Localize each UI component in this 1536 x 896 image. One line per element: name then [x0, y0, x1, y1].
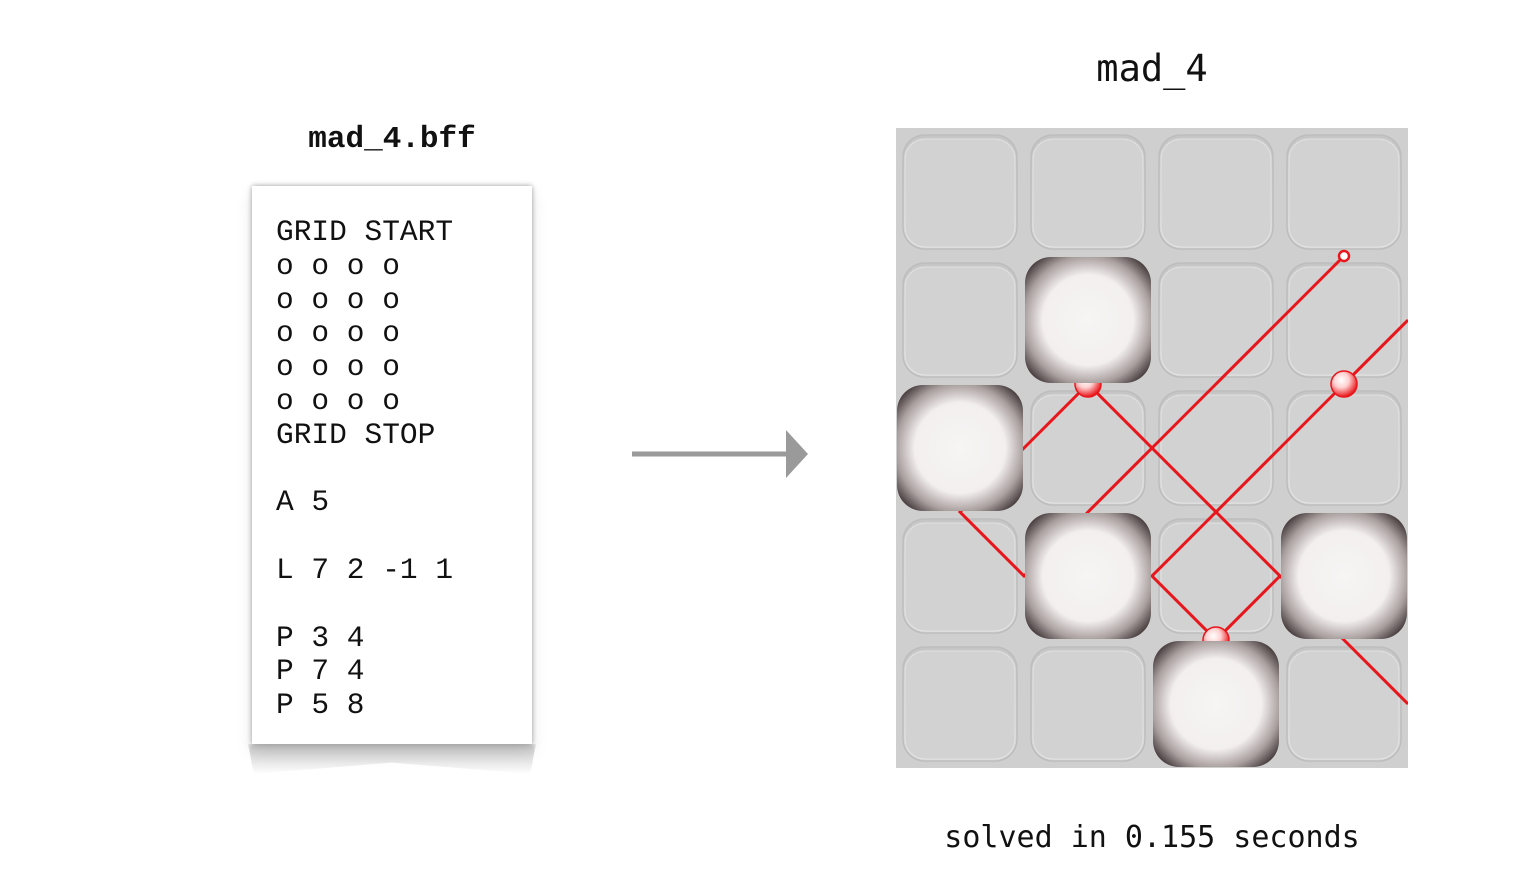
bff-line: P 5 8 [276, 688, 365, 723]
board-title: mad_4 [1096, 47, 1208, 90]
board-slot-inner [1160, 138, 1272, 248]
bff-line [276, 588, 532, 622]
board-slot-inner [1288, 650, 1400, 760]
bff-line: o o o o [276, 248, 400, 283]
bff-line: A 5 [276, 485, 330, 520]
bff-line: P 3 4 [276, 620, 365, 655]
bff-line [276, 520, 532, 554]
bff-line: GRID START [276, 215, 454, 249]
board-slot-inner [1032, 650, 1144, 760]
bff-line: o o o o [276, 282, 400, 317]
board-slot-inner [1160, 266, 1272, 376]
paper-shadow [248, 744, 536, 774]
board-slot-inner [1032, 394, 1144, 504]
board-slot-inner [1288, 138, 1400, 248]
reflect-block [1281, 513, 1407, 639]
solve-time: solved in 0.155 seconds [944, 820, 1360, 855]
reflect-block [1025, 513, 1151, 639]
reflect-block [897, 385, 1023, 511]
reflect-block [1153, 641, 1279, 767]
board-slot-inner [1032, 138, 1144, 248]
bff-line: o o o o [276, 383, 400, 418]
board-slot-inner [904, 522, 1016, 632]
laser-source-marker [1337, 249, 1351, 263]
bff-line: L 7 2 -1 1 [276, 552, 454, 587]
puzzle-board [896, 128, 1408, 768]
board-slot-inner [1288, 394, 1400, 504]
reflect-block [1025, 257, 1151, 383]
file-title: mad_4.bff [308, 122, 476, 157]
bff-line: o o o o [276, 316, 400, 351]
board-slot-inner [904, 266, 1016, 376]
bff-line [276, 453, 532, 487]
bff-line: GRID STOP [276, 417, 436, 452]
board-slot-inner [904, 650, 1016, 760]
bff-line: o o o o [276, 350, 400, 385]
target-point [1330, 370, 1358, 398]
arrow-right-icon [632, 430, 808, 478]
board-slot-inner [1160, 394, 1272, 504]
board-slot-inner [904, 138, 1016, 248]
bff-line: P 7 4 [276, 654, 365, 689]
board-slot-inner [1160, 522, 1272, 632]
board-slot-inner [1288, 266, 1400, 376]
